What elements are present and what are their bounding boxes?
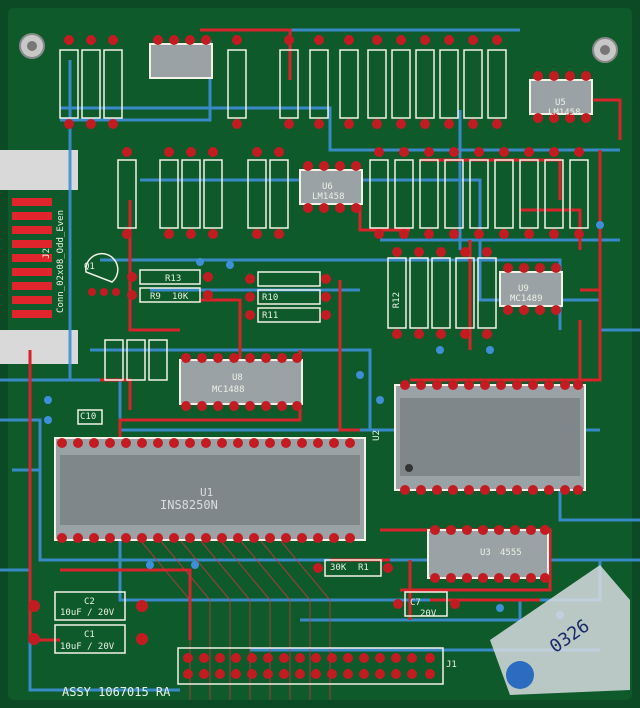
c1-value: 10uF / 20V bbox=[60, 642, 115, 652]
r9-ref: R9 bbox=[150, 292, 161, 302]
r12-ref: R12 bbox=[392, 292, 402, 309]
c10-ref: C10 bbox=[80, 412, 97, 422]
c7-ref: C7 bbox=[410, 598, 421, 608]
chip-u3-pads bbox=[430, 525, 550, 583]
fine-traces bbox=[139, 539, 331, 700]
mounting-hole-tl bbox=[19, 33, 45, 59]
r1-ref: R1 bbox=[358, 563, 369, 573]
u5-part: LM1458 bbox=[548, 108, 581, 118]
c2-value: 10uF / 20V bbox=[60, 608, 115, 618]
u8-part: MC1488 bbox=[212, 385, 245, 395]
small-chip-pads bbox=[153, 35, 591, 315]
chip-u6[interactable] bbox=[299, 169, 363, 205]
capacitor-c7[interactable] bbox=[393, 591, 460, 617]
r1-value: 30K bbox=[330, 563, 347, 573]
chip-u2-pads bbox=[400, 380, 583, 495]
header-j1[interactable] bbox=[177, 647, 444, 685]
chip-u5[interactable] bbox=[529, 79, 593, 115]
j1-ref: J1 bbox=[446, 660, 457, 670]
u1-part: INS8250N bbox=[160, 498, 218, 512]
chip-u9[interactable] bbox=[499, 271, 563, 307]
chip-u1[interactable] bbox=[54, 437, 366, 541]
resistor-outlines bbox=[59, 49, 589, 381]
u5-ref: U5 bbox=[555, 98, 566, 108]
capacitor-c10[interactable] bbox=[77, 409, 103, 425]
u1-ref: U1 bbox=[200, 486, 214, 499]
connector-label: Conn_02x08_Odd_Even bbox=[56, 210, 66, 313]
u6-part: LM1458 bbox=[312, 192, 345, 202]
u9-part: MC1489 bbox=[510, 294, 543, 304]
c1-ref: C1 bbox=[84, 630, 95, 640]
resistor-r1[interactable] bbox=[313, 559, 393, 577]
connector-ref: J2 bbox=[42, 248, 52, 259]
transistor-q1[interactable] bbox=[85, 252, 120, 296]
q1-ref: Q1 bbox=[84, 262, 95, 272]
assembly-marking: ASSY 1067015 RA bbox=[62, 685, 171, 699]
u6-ref: U6 bbox=[322, 182, 333, 192]
serial-sticker bbox=[490, 565, 630, 695]
u8-ref: U8 bbox=[232, 373, 243, 383]
mounting-hole-tr bbox=[592, 37, 618, 63]
r13-ref: R13 bbox=[165, 274, 182, 284]
header-j1-pads bbox=[183, 653, 435, 679]
chip-u8[interactable] bbox=[179, 359, 303, 405]
r11-ref: R11 bbox=[262, 311, 279, 321]
chip-u3[interactable] bbox=[427, 529, 549, 579]
chip-u2[interactable] bbox=[394, 384, 586, 491]
vias bbox=[44, 221, 604, 619]
edge-notch-bottom bbox=[0, 330, 78, 364]
capacitor-c2[interactable] bbox=[28, 591, 148, 621]
c2-ref: C2 bbox=[84, 597, 95, 607]
edge-connector-fingers bbox=[12, 198, 52, 318]
c7-value: 20V bbox=[420, 609, 437, 619]
u9-ref: U9 bbox=[518, 284, 529, 294]
u2-ref: U2 bbox=[372, 430, 382, 441]
chip-small-top[interactable] bbox=[149, 43, 213, 79]
resistor-pads bbox=[64, 35, 584, 339]
chip-u1-pads bbox=[57, 438, 355, 543]
chip-u8-pads bbox=[181, 353, 302, 411]
r9-value: 10K bbox=[172, 292, 189, 302]
u3-ref: U3 bbox=[480, 548, 491, 558]
r10-ref: R10 bbox=[262, 293, 279, 303]
u3-part: 4555 bbox=[500, 548, 522, 558]
edge-notch-top bbox=[0, 150, 78, 190]
capacitor-c1[interactable] bbox=[28, 624, 148, 654]
